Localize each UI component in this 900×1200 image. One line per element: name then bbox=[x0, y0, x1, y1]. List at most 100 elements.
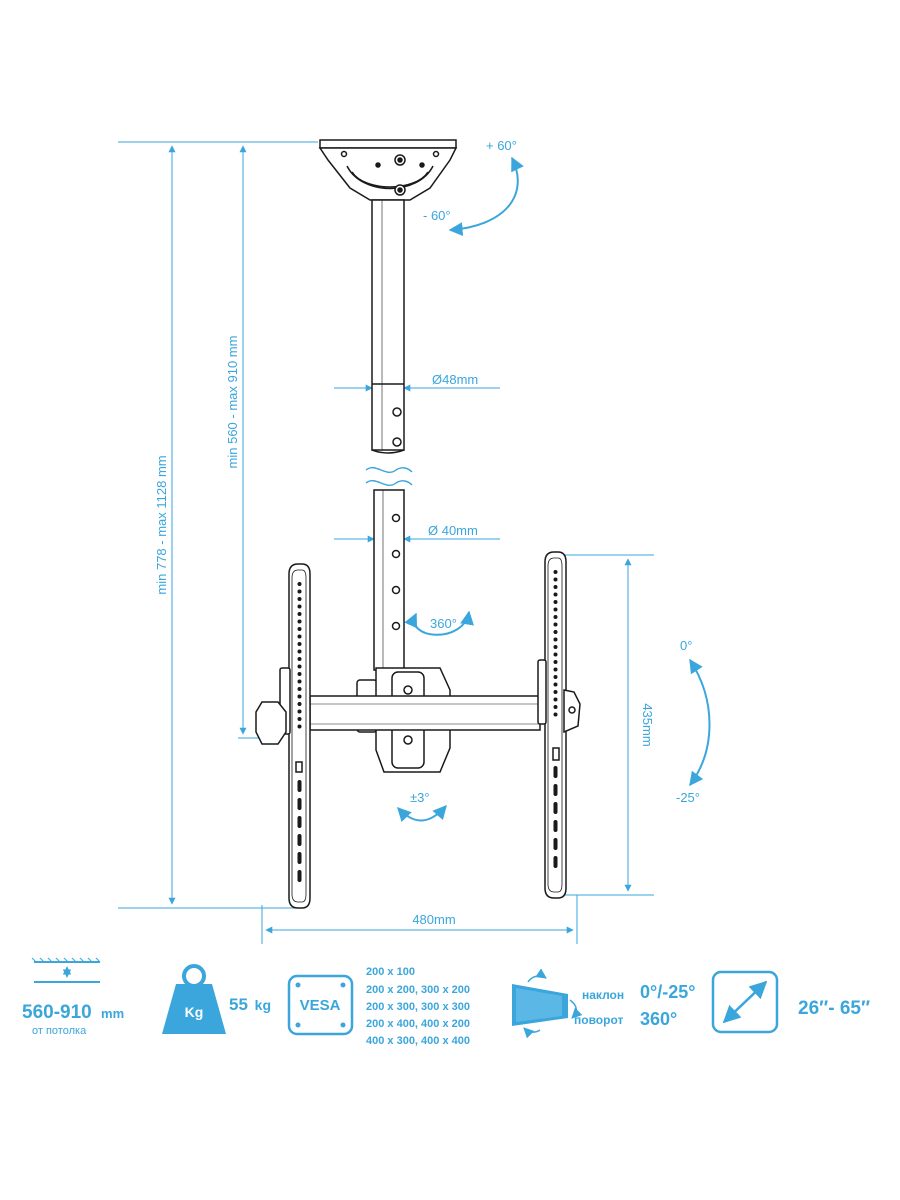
bracket-slot bbox=[553, 766, 558, 778]
upper-pole bbox=[371, 199, 405, 454]
right-vertical-bracket bbox=[537, 551, 581, 899]
tilt-plus-60-label: + 60° bbox=[486, 138, 517, 153]
horizontal-arm bbox=[309, 695, 541, 731]
swivel-arrow bbox=[397, 804, 447, 822]
tilt-minus-60-label: - 60° bbox=[423, 208, 451, 223]
vesa-size: 400 x 300, 400 x 400 bbox=[366, 1035, 470, 1047]
break-mark bbox=[365, 480, 413, 486]
top-tilt-arrow bbox=[448, 156, 524, 237]
tilt-zero-label: 0° bbox=[680, 638, 692, 653]
bracket-height-label: 435mm bbox=[640, 703, 655, 746]
bracket-hole bbox=[297, 717, 302, 721]
ceiling-distance-icon bbox=[31, 957, 101, 983]
bracket-hole bbox=[553, 577, 558, 582]
bracket-hole bbox=[553, 652, 558, 657]
dimension-lines bbox=[118, 141, 654, 944]
bracket-hole bbox=[553, 600, 558, 604]
bracket-hole bbox=[297, 709, 302, 714]
bracket-hole bbox=[553, 622, 558, 627]
bracket-hole bbox=[553, 675, 558, 679]
vesa-size: 200 x 200, 300 x 200 bbox=[366, 984, 470, 996]
lower-diameter-label: Ø 40mm bbox=[428, 523, 478, 538]
bracket-hole bbox=[553, 712, 558, 717]
bracket-hole bbox=[553, 705, 558, 709]
bracket-hole bbox=[553, 637, 558, 642]
bracket-hole bbox=[553, 645, 558, 649]
bracket-hole bbox=[297, 634, 302, 639]
bracket-hole bbox=[297, 672, 302, 676]
vesa-size: 200 x 400, 400 x 200 bbox=[366, 1018, 470, 1030]
bracket-slot bbox=[297, 780, 302, 792]
bracket-hole bbox=[297, 597, 302, 601]
bracket-hole bbox=[297, 619, 302, 624]
ceiling-distance-caption: от потолка bbox=[32, 1025, 87, 1037]
diagonal-icon bbox=[711, 970, 779, 1034]
bracket-slot bbox=[553, 784, 558, 796]
bracket-hole bbox=[553, 570, 558, 574]
bracket-hole bbox=[297, 612, 302, 616]
bracket-slot bbox=[553, 838, 558, 850]
bracket-slot bbox=[553, 820, 558, 832]
right-bracket-holes bbox=[553, 570, 558, 868]
bracket-hole bbox=[553, 690, 558, 694]
ceiling-plate bbox=[318, 139, 458, 201]
bracket-hole bbox=[297, 604, 302, 609]
upper-diameter-label: Ø48mm bbox=[432, 372, 478, 387]
bracket-hole bbox=[297, 589, 302, 594]
tilt-spec-label: наклон bbox=[582, 988, 624, 1002]
rotate-spec-value: 360° bbox=[640, 1009, 677, 1029]
bracket-hole bbox=[297, 679, 302, 684]
weight-value: 55 kg bbox=[229, 995, 271, 1014]
pole-height-label: min 560 - max 910 mm bbox=[225, 336, 240, 469]
bracket-hole bbox=[297, 694, 302, 699]
ceiling-distance-value: 560-910 mm bbox=[22, 1002, 124, 1023]
rotate-spec-label: поворот bbox=[574, 1013, 623, 1027]
weight-icon: Kg bbox=[162, 964, 226, 1034]
weight-icon-label: Kg bbox=[185, 1004, 204, 1020]
bracket-hole bbox=[297, 664, 302, 669]
rotation-arrows bbox=[365, 156, 711, 822]
vesa-icon-label: VESA bbox=[300, 997, 341, 1014]
bracket-slot bbox=[553, 802, 558, 814]
bracket-hole bbox=[553, 682, 558, 687]
bracket-hole bbox=[553, 585, 558, 589]
vesa-sizes-list: 200 x 100 200 x 200, 300 x 200 200 x 300… bbox=[366, 966, 470, 1047]
screen-rotate-icon bbox=[512, 968, 583, 1039]
break-mark bbox=[365, 467, 413, 473]
bracket-hole bbox=[553, 592, 558, 597]
lower-pole bbox=[373, 489, 405, 671]
bracket-hole bbox=[553, 615, 558, 619]
bracket-width-label: 480mm bbox=[412, 912, 455, 927]
bracket-hole bbox=[297, 649, 302, 654]
bracket-hole bbox=[553, 630, 558, 634]
bracket-slot bbox=[297, 816, 302, 828]
bracket-hole bbox=[297, 702, 302, 706]
tilt-minus-25-label: -25° bbox=[676, 790, 700, 805]
left-vertical-bracket bbox=[255, 563, 311, 909]
bracket-hole bbox=[553, 697, 558, 702]
bracket-hole bbox=[553, 660, 558, 664]
rotation-label: 360° bbox=[430, 616, 457, 631]
vesa-size: 200 x 300, 300 x 300 bbox=[366, 1001, 470, 1013]
tilt-spec-value: 0°/-25° bbox=[640, 982, 695, 1002]
bracket-hole bbox=[297, 657, 302, 661]
swivel-label: ±3° bbox=[410, 790, 430, 805]
bracket-slot bbox=[297, 834, 302, 846]
vesa-icon: VESA bbox=[287, 974, 354, 1036]
total-height-label: min 778 - max 1128 mm bbox=[154, 455, 169, 594]
bracket-tilt-arrow bbox=[689, 658, 711, 787]
bracket-slot bbox=[297, 798, 302, 810]
pole-rotation-arrow bbox=[404, 610, 474, 636]
bracket-slot bbox=[297, 870, 302, 882]
bracket-hole bbox=[297, 642, 302, 646]
bracket-hole bbox=[553, 667, 558, 672]
screen-size-value: 26″- 65″ bbox=[798, 998, 870, 1019]
bracket-slot bbox=[553, 856, 558, 868]
bracket-slot bbox=[297, 852, 302, 864]
dimension-labels: min 778 - max 1128 mm min 560 - max 910 … bbox=[154, 138, 700, 927]
left-bracket-holes bbox=[297, 582, 302, 882]
bracket-hole bbox=[297, 582, 302, 586]
bracket-hole bbox=[297, 724, 302, 729]
vesa-size: 200 x 100 bbox=[366, 966, 415, 978]
